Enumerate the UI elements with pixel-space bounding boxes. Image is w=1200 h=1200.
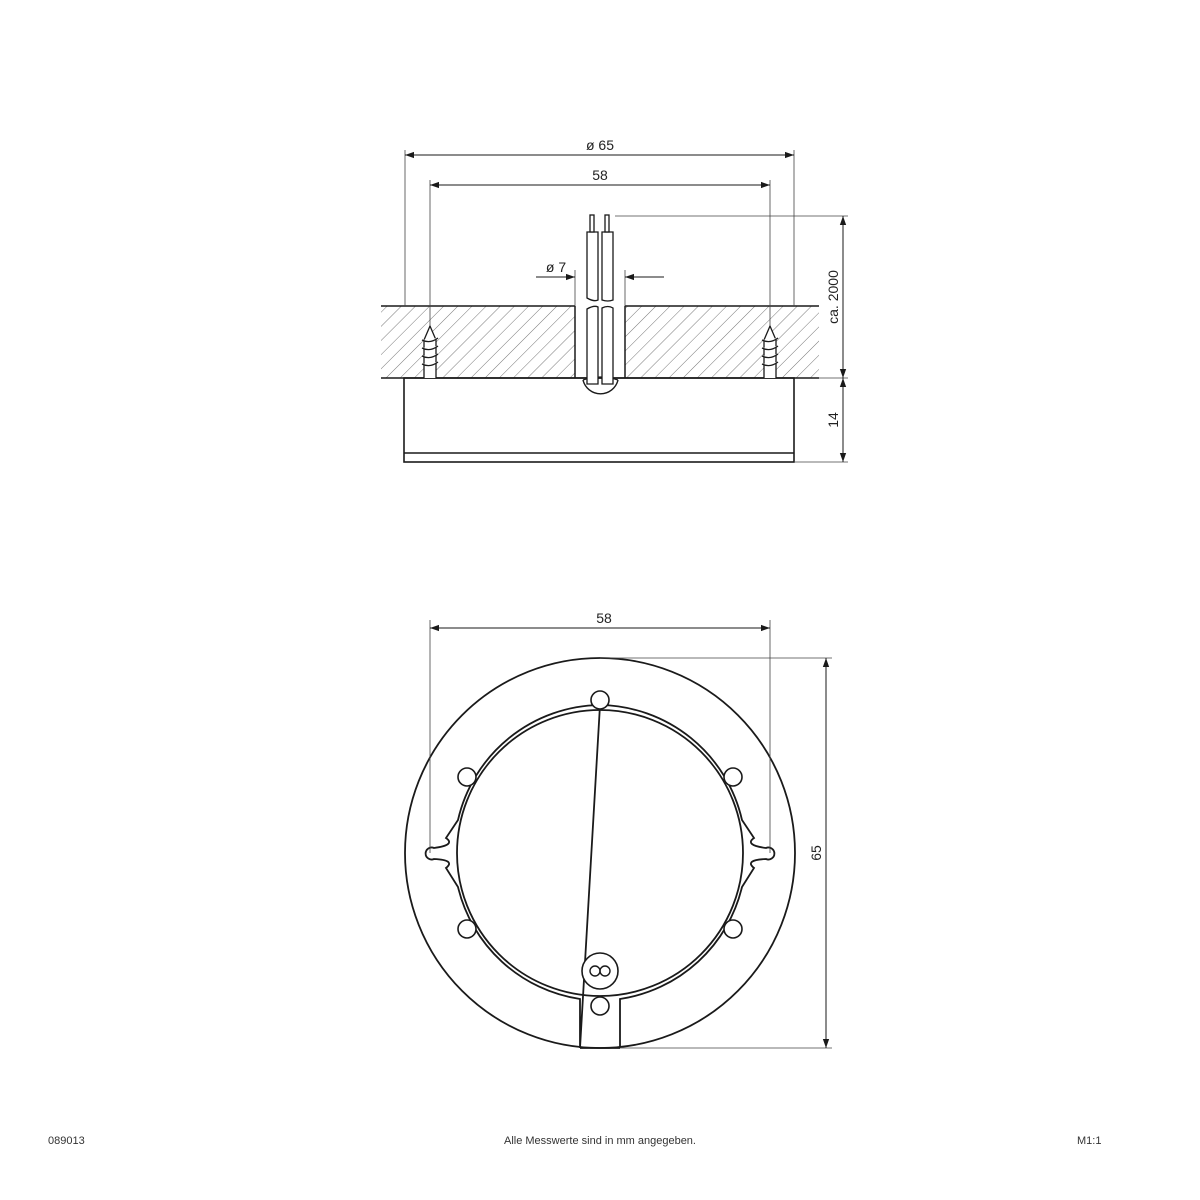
cable-gland <box>582 379 619 395</box>
diffuser-edge <box>456 709 744 997</box>
scale-label: M1:1 <box>1077 1135 1102 1147</box>
mounting-hole-upper-right <box>723 767 743 787</box>
side-view: ø 65 58 ø 7 ca. 2000 14 <box>381 137 848 463</box>
cable <box>586 214 614 385</box>
units-note: Alle Messwerte sind in mm angegeben. <box>504 1135 696 1147</box>
mounting-hole-upper-left <box>457 767 477 787</box>
mounting-ring-outer <box>424 704 776 1049</box>
label-cable-length: ca. 2000 <box>825 270 841 324</box>
label-hole-spacing: 58 <box>592 167 608 183</box>
mounting-hole-lower-right <box>723 919 743 939</box>
luminaire-housing <box>403 377 795 463</box>
top-view: 58 65 <box>404 610 832 1049</box>
label-height: 14 <box>825 412 841 428</box>
label-outer-diameter: ø 65 <box>586 137 614 153</box>
mounting-hole-lower-left <box>457 919 477 939</box>
ceiling-section-right <box>625 306 819 378</box>
screw-left <box>421 324 439 378</box>
label-top-diameter: 65 <box>808 845 824 861</box>
ceiling-section-left <box>381 306 575 378</box>
article-number: 089013 <box>48 1135 85 1147</box>
label-top-hole-spacing: 58 <box>596 610 612 626</box>
mounting-hole-bottom <box>590 996 610 1016</box>
label-cable-diameter: ø 7 <box>546 259 566 275</box>
mounting-hole-top <box>590 690 610 710</box>
